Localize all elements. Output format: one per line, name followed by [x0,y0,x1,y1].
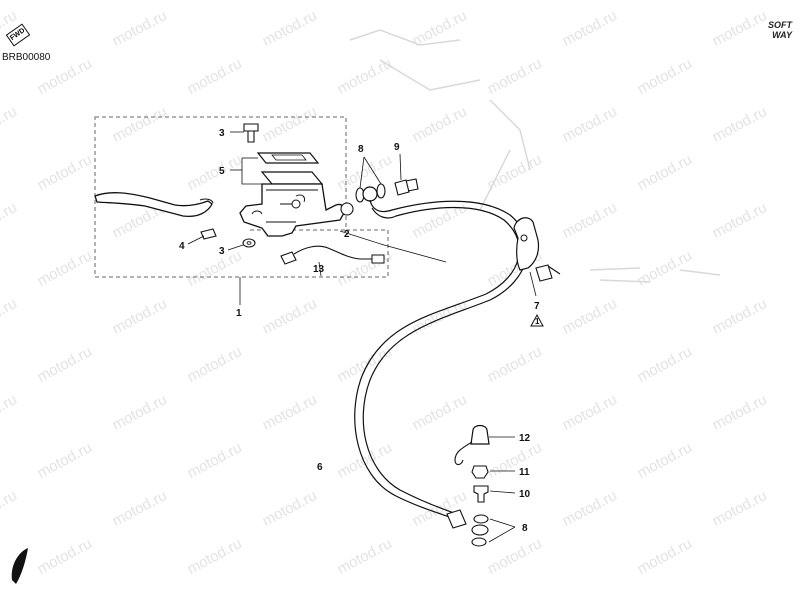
master-cylinder-body [239,183,346,237]
label-5: 5 [219,166,225,177]
label-12: 12 [519,433,531,444]
label-4: 4 [179,241,185,252]
bleed-valve [471,465,489,479]
brand-logo: SOFT WAY [768,20,792,40]
cap-screw-top [243,123,259,143]
faint-background-sketch [349,29,721,283]
brake-hose-outer [354,206,520,521]
label-8-bottom: 8 [522,523,528,534]
reservoir-bolt [291,199,301,209]
label-3-top: 3 [219,128,225,139]
label-3-bottom: 3 [219,246,225,257]
brake-switch-wire [293,245,374,260]
label-13: 13 [313,264,325,275]
label-7: 7 [534,301,540,312]
label-1: 1 [236,308,242,319]
reservoir-cap [256,152,320,164]
hose-clamp-screw [535,264,561,282]
washer-bottom [242,238,256,248]
hose-end-fitting [446,509,467,529]
label-2: 2 [344,229,350,240]
label-7-note: 1 [535,317,540,326]
union-fitting [340,202,354,216]
label-10: 10 [519,489,531,500]
diagram-code: BRB00080 [2,52,51,63]
lever-pivot-detail [199,198,214,204]
label-8-top: 8 [358,144,364,155]
pivot-pin [200,228,217,240]
assembly-outline-main [94,116,389,278]
reservoir-cover [260,171,324,185]
slash-mark-icon [11,548,28,584]
reservoir-cap-inner [271,154,307,161]
brand-line-2: WAY [772,30,792,40]
banjo-ring-lower [471,524,489,536]
sealing-washer-2 [376,183,386,199]
label-11: 11 [519,467,530,478]
brake-switch [280,251,297,265]
leader-lines [187,131,537,543]
banjo-bolt [394,178,419,196]
sealing-washer-4 [471,537,487,547]
dust-cap-strap [454,441,473,466]
sealing-washer-3 [473,514,489,524]
label-9: 9 [394,142,400,153]
note-triangle-icon [530,313,544,327]
brake-switch-connector [371,254,385,264]
brand-line-1: SOFT [768,20,792,30]
brake-hose [362,199,528,516]
banjo-bolt-lower [473,485,489,503]
label-6: 6 [317,462,323,473]
washer-bottom-hole [246,241,252,245]
brake-lever [94,192,213,218]
hose-clamp [513,217,540,271]
hose-clamp-hole [520,234,528,242]
banjo-fitting [362,186,378,202]
dust-cap [470,424,490,445]
master-cylinder-detail [251,189,318,223]
